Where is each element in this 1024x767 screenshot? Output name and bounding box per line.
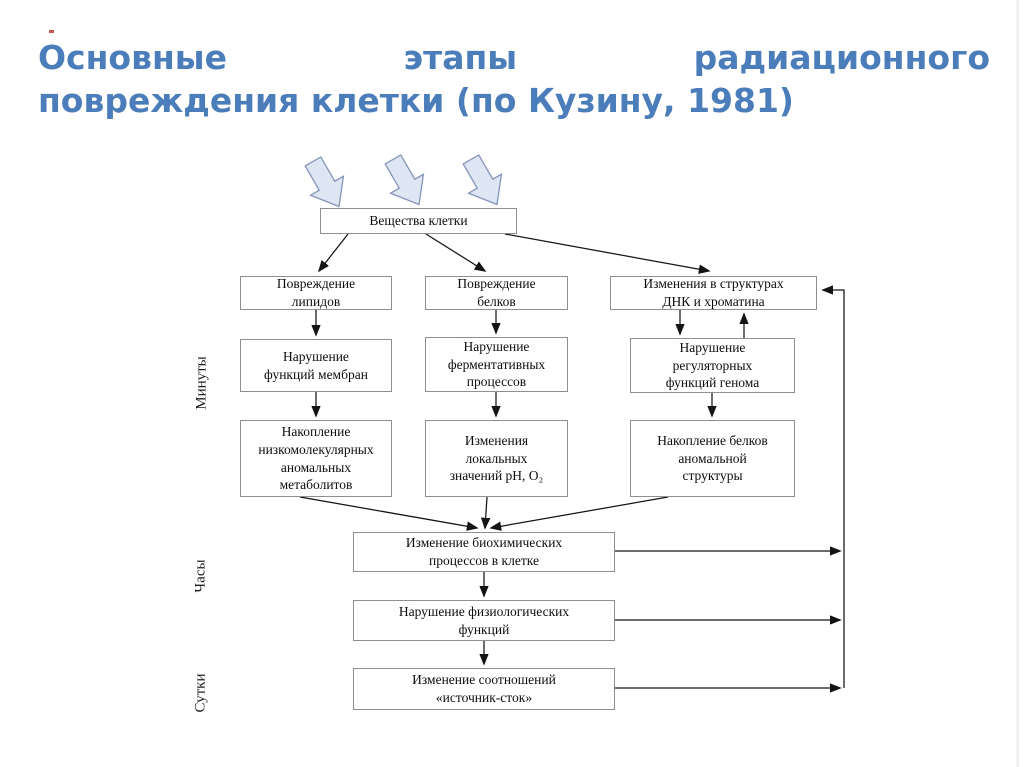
node-genome-regulation: Нарушение регуляторных функций генома xyxy=(630,338,795,393)
node-ph-o2-changes: Изменения локальных значений pH, O₂ xyxy=(425,420,568,497)
node-abnormal-proteins: Накопление белков аномальной структуры xyxy=(630,420,795,497)
node-enzymatic-disruption: Нарушение ферментативных процессов xyxy=(425,337,568,392)
timeline-label-days: Сутки xyxy=(192,673,209,713)
node-dna-chromatin-changes: Изменения в структурах ДНК и хроматина xyxy=(610,276,817,310)
timeline-label-hours: Часы xyxy=(192,559,209,593)
node-physiological-dysfunction: Нарушение физиологических функций xyxy=(353,600,615,641)
node-metabolite-accumulation: Накопление низкомолекулярных аномальных … xyxy=(240,420,392,497)
radiation-arrow-icon xyxy=(304,156,345,208)
feedback-loop-line xyxy=(821,285,845,688)
slide-title: Основные этапы радиационного повреждения… xyxy=(38,36,990,122)
radiation-arrow-icon xyxy=(384,154,425,206)
node-source-sink: Изменение соотношений «источник-сток» xyxy=(353,668,615,710)
artifact-mark xyxy=(49,30,54,33)
slide-edge-strip xyxy=(1016,0,1019,767)
node-biochemical-changes: Изменение биохимических процессов в клет… xyxy=(353,532,615,572)
node-protein-damage: Повреждение белков xyxy=(425,276,568,310)
node-cell-substances: Вещества клетки xyxy=(320,208,517,234)
radiation-arrow-icon xyxy=(462,154,503,206)
slide-title-line2: повреждения клетки (по Кузину, 1981) xyxy=(38,81,795,120)
radiation-arrows-group xyxy=(304,154,503,208)
timeline-label-minutes: Минуты xyxy=(193,356,210,410)
node-membrane-dysfunction: Нарушение функций мембран xyxy=(240,339,392,392)
node-lipid-damage: Повреждение липидов xyxy=(240,276,392,310)
slide-title-line1: Основные этапы радиационного xyxy=(38,38,990,77)
flow-lines-group xyxy=(299,233,845,693)
